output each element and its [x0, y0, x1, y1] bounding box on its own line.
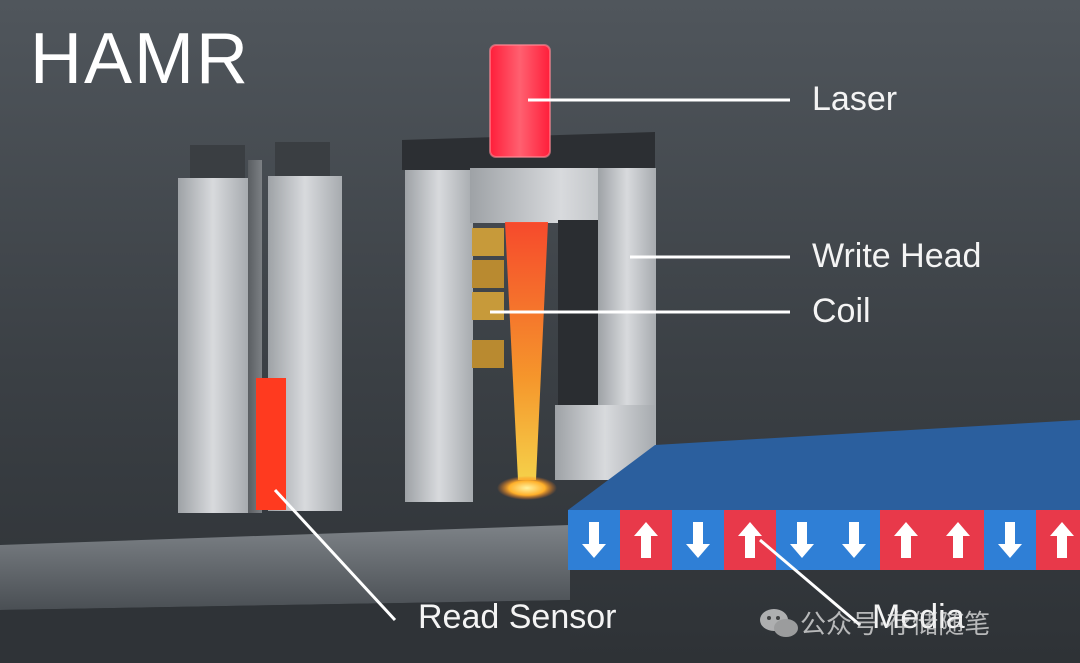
arrow-down-icon — [582, 522, 606, 558]
diagram-title: HAMR — [30, 19, 250, 99]
label-coil: Coil — [812, 292, 871, 330]
read-sensor-leader-line — [273, 488, 397, 622]
arrow-up-icon — [894, 522, 918, 558]
arrow-up-icon — [738, 522, 762, 558]
label-laser: Laser — [812, 80, 898, 118]
arrow-up-icon — [634, 522, 658, 558]
media-leader-line — [759, 538, 861, 627]
arrow-up-icon — [946, 522, 970, 558]
arrow-up-icon — [1050, 522, 1074, 558]
watermark: 公众号·存储随笔 — [800, 604, 990, 641]
media-track — [568, 420, 1080, 570]
substrate-floor — [0, 525, 570, 610]
arrow-down-icon — [790, 522, 814, 558]
read-sensor-element — [256, 378, 286, 510]
arrow-down-icon — [998, 522, 1022, 558]
write-head — [402, 132, 656, 502]
label-write-head: Write Head — [812, 237, 982, 275]
substrate-edge — [0, 600, 570, 663]
label-read-sensor: Read Sensor — [418, 598, 617, 636]
laser-beam — [505, 222, 548, 480]
arrow-down-icon — [842, 522, 866, 558]
callout-lines — [273, 98, 861, 627]
wechat-icon — [760, 609, 798, 637]
arrow-down-icon — [686, 522, 710, 558]
coil-blocks — [472, 228, 504, 368]
label-media: Media — [872, 598, 965, 636]
watermark-text: 公众号·存储随笔 — [800, 610, 991, 640]
heated-spot — [497, 476, 557, 500]
media-top-face — [568, 420, 1080, 510]
